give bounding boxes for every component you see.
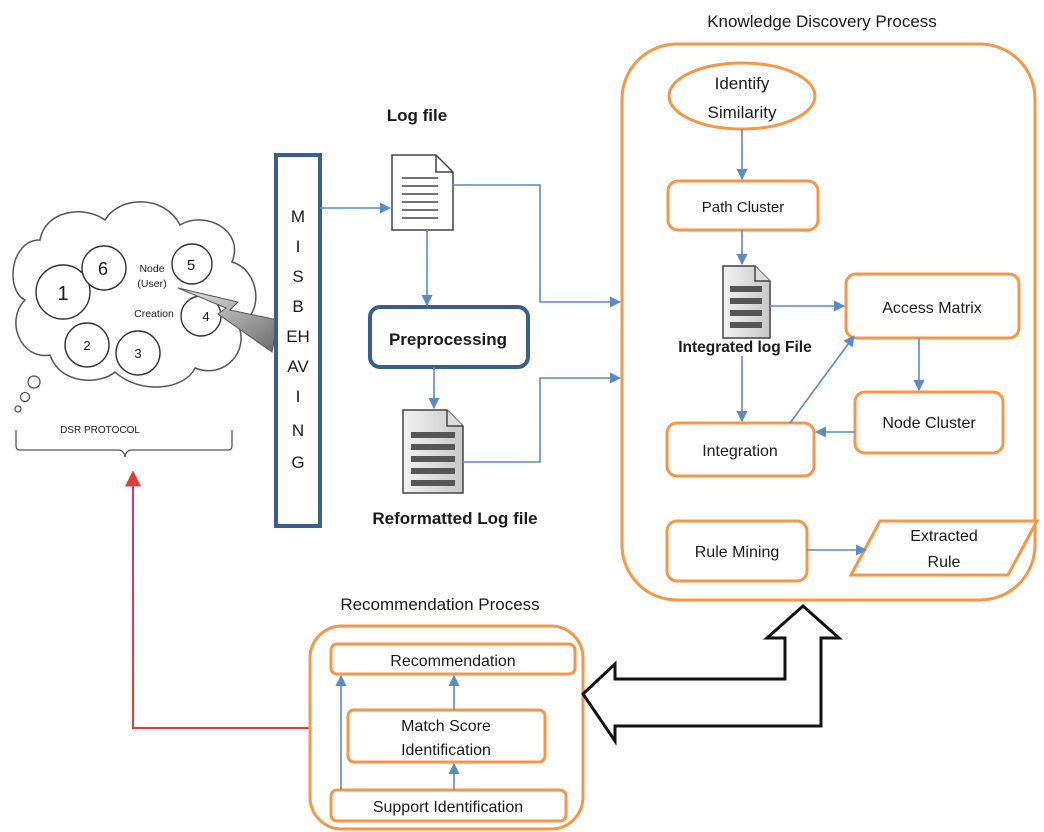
path-cluster-box	[666, 179, 820, 232]
node-label-3: 3	[134, 346, 141, 361]
dsr-cloud: 1 6 5 2 3 4 Node (User) Creation	[12, 201, 257, 413]
dsr-protocol-label: DSR PROTOCOL	[60, 425, 140, 436]
node-circle-3	[115, 330, 161, 376]
node-creation-line-2: (User)	[137, 278, 166, 290]
integrated-log-document-icon	[722, 265, 771, 339]
access-matrix-box	[844, 272, 1021, 340]
node-label-1: 1	[57, 283, 68, 305]
extracted-rule-node	[848, 519, 1040, 577]
recommendation-process-title: Recommendation Process	[340, 595, 539, 614]
protocol-bracket	[15, 430, 233, 458]
rule-mining-label: Rule Mining	[695, 544, 779, 561]
misbehaving-letters-eh: EH	[286, 327, 310, 346]
misbehaving-letter-b: B	[292, 297, 303, 316]
node-circle-2	[64, 322, 110, 368]
node-circle-5	[171, 243, 213, 285]
arrow-log-to-kdp	[453, 184, 622, 308]
access-matrix-label: Access Matrix	[882, 300, 982, 317]
cloud-bubble-small	[14, 405, 22, 413]
misbehaving-letter-n: N	[292, 421, 304, 440]
match-score-box	[346, 708, 547, 764]
preprocessing-label: Preprocessing	[389, 330, 507, 349]
misbehaving-letter-g: G	[291, 453, 304, 472]
preprocessing-box	[368, 305, 530, 369]
return-arrow	[125, 470, 310, 729]
recommendation-label: Recommendation	[390, 653, 515, 670]
node-label-5: 5	[187, 257, 195, 274]
path-cluster-label: Path Cluster	[702, 199, 785, 216]
node-circle-6	[81, 245, 127, 291]
identify-similarity-line-2: Similarity	[708, 103, 777, 122]
node-circle-1	[35, 264, 91, 320]
misbehaving-letters-av: AV	[287, 357, 309, 376]
misbehaving-letter-i: I	[296, 237, 301, 256]
node-creation-line-3: Creation	[134, 308, 174, 320]
match-score-line-1: Match Score	[401, 718, 491, 735]
log-file-label: Log file	[387, 106, 447, 125]
node-label-4: 4	[202, 309, 209, 324]
cloud-bubble-large	[27, 375, 41, 389]
integration-box	[665, 421, 816, 478]
misbehaving-letter-s: S	[292, 267, 303, 286]
arrow-integration-to-access-matrix	[789, 335, 855, 424]
node-creation-line-1: Node	[139, 263, 164, 275]
extracted-rule-line-2: Rule	[928, 554, 961, 571]
node-cluster-box	[853, 390, 1005, 455]
support-identification-box	[329, 788, 568, 823]
node-label-6: 6	[98, 259, 108, 279]
node-label-2: 2	[83, 338, 90, 353]
recommendation-box	[329, 642, 577, 676]
log-file-document-icon	[391, 154, 454, 231]
identify-similarity-line-1: Identify	[715, 74, 770, 93]
knowledge-discovery-title: Knowledge Discovery Process	[707, 12, 937, 31]
arrow-reformatted-to-kdp	[463, 372, 622, 463]
misbehaving-letter-m: M	[291, 207, 305, 226]
block-double-arrow	[581, 603, 843, 746]
node-cluster-label: Node Cluster	[882, 415, 976, 432]
reformatted-log-document-icon	[402, 409, 464, 494]
reformatted-log-label: Reformatted Log file	[372, 509, 537, 528]
support-identification-label: Support Identification	[373, 799, 523, 816]
misbehaving-letter-i2: I	[296, 387, 301, 406]
misbehaving-box	[274, 153, 322, 528]
extracted-rule-line-1: Extracted	[910, 528, 978, 545]
integrated-log-file-label: Integrated log File	[678, 339, 812, 356]
match-score-line-2: Identification	[401, 742, 491, 759]
cloud-bubble-medium	[19, 391, 31, 403]
rule-mining-box	[665, 519, 809, 583]
integration-label: Integration	[702, 443, 778, 460]
